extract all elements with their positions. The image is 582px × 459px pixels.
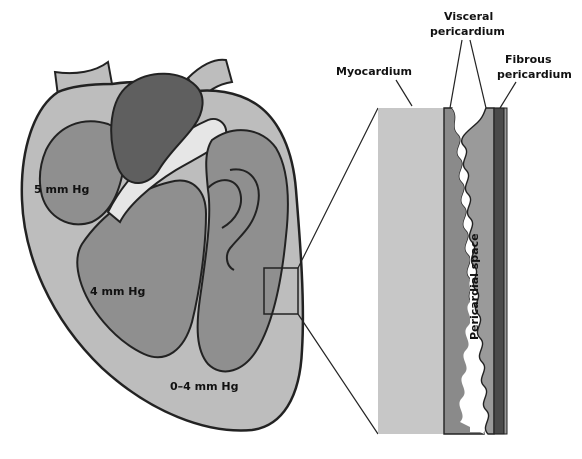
fibrous-band-edge <box>504 108 507 434</box>
pericardium-cross-section: Pericardial space <box>378 108 507 434</box>
heart-illustration: 5 mm Hg 4 mm Hg 0–4 mm Hg <box>22 60 303 431</box>
leader-parietal <box>470 40 486 108</box>
pressure-atrium: 5 mm Hg <box>34 183 89 196</box>
leader-fibrous <box>500 82 516 108</box>
pressure-ventricle: 4 mm Hg <box>90 285 145 298</box>
zoom-line-top <box>298 108 378 268</box>
fibrous-band <box>494 108 504 434</box>
pressure-pericardium: 0–4 mm Hg <box>170 380 238 393</box>
leader-myocardium <box>396 80 412 106</box>
label-myocardium: Myocardium <box>336 65 412 78</box>
label-pericardial-space: Pericardial space <box>468 233 481 340</box>
label-visceral-1: Visceral <box>444 10 493 23</box>
myocardium-band <box>378 108 444 434</box>
label-fibrous-1: Fibrous <box>505 53 552 66</box>
leader-visceral <box>450 40 462 108</box>
label-visceral-2: pericardium <box>430 25 505 38</box>
label-fibrous-2: pericardium <box>497 68 572 81</box>
zoom-line-bottom <box>298 314 378 434</box>
